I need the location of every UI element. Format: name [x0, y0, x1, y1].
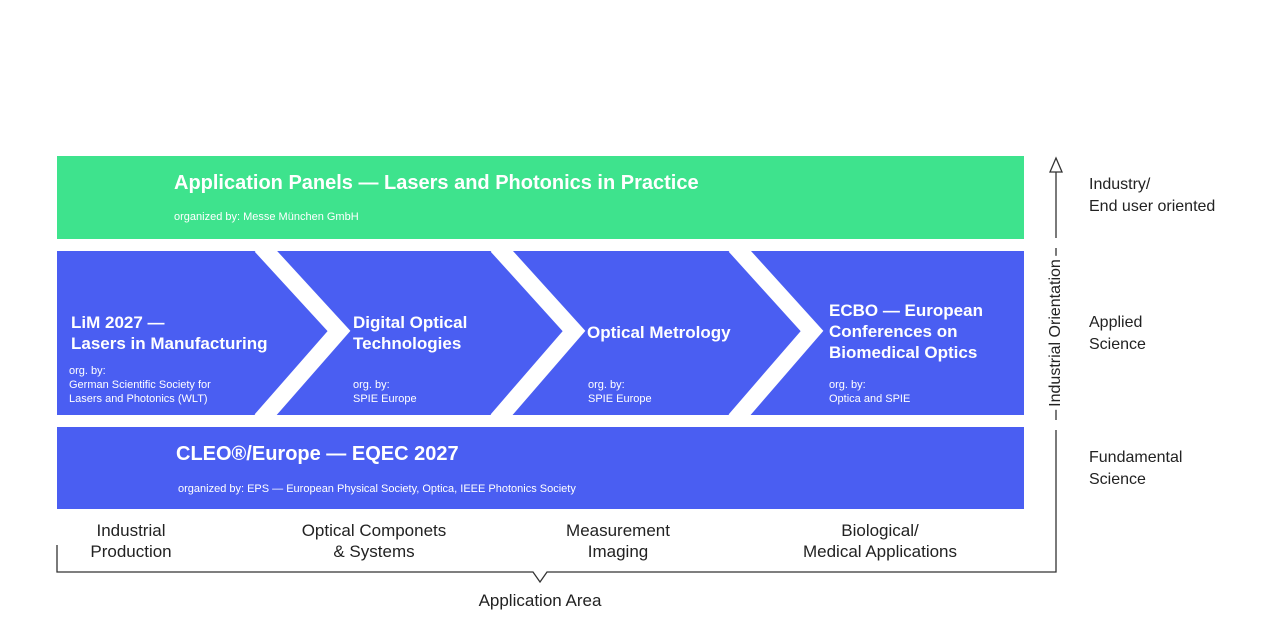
area-line: Imaging [587, 542, 649, 561]
application-panels-box: Application Panels — Lasers and Photonic… [57, 156, 1024, 239]
org-line: German Scientific Society for [69, 379, 211, 391]
level-applied: Applied Science [1089, 312, 1146, 356]
org-label: org. by: [588, 379, 625, 391]
level-line: Science [1089, 336, 1146, 353]
area-line: Production [90, 542, 172, 561]
level-fundamental: Fundamental Science [1089, 447, 1182, 491]
area-line: Medical Applications [802, 542, 958, 561]
area-measurement: Measurement Imaging [538, 520, 698, 562]
org-label: org. by: [353, 379, 390, 391]
org-label: org. by: [69, 365, 106, 377]
chevron-separator [490, 251, 586, 415]
org-label: org. by: [829, 379, 866, 391]
dot-block: Digital Optical Technologies [353, 312, 467, 354]
cleo-org: organized by: EPS — European Physical So… [178, 483, 576, 495]
org-line: SPIE Europe [353, 393, 417, 405]
lim-block: LiM 2027 — Lasers in Manufacturing [71, 312, 267, 354]
cleo-box: CLEO®/Europe — EQEC 2027 organized by: E… [57, 427, 1024, 509]
level-industry: Industry/ End user oriented [1089, 174, 1215, 218]
x-axis-title: Application Area [478, 591, 602, 610]
area-line: Measurement [566, 521, 670, 540]
arrow-up-icon [1049, 156, 1063, 173]
dot-title-2: Technologies [353, 334, 462, 353]
application-panels-org: organized by: Messe München GmbH [174, 211, 359, 223]
lim-title-1: LiM 2027 — [71, 313, 165, 332]
area-line: & Systems [333, 542, 415, 561]
area-line: Biological/ [841, 521, 919, 540]
chevron-band [57, 251, 1024, 415]
lim-title-2: Lasers in Manufacturing [71, 334, 268, 353]
chevron-band-bg [57, 251, 1024, 415]
metrology-org: org. by: SPIE Europe [588, 378, 652, 406]
area-line: Optical Componets [301, 521, 447, 540]
lim-org: org. by: German Scientific Society for L… [69, 364, 211, 406]
org-line: Optica and SPIE [829, 393, 911, 405]
area-optical: Optical Componets & Systems [274, 520, 474, 562]
level-line: Applied [1089, 314, 1143, 331]
level-line: Industry/ [1089, 176, 1151, 193]
x-axis-bracket [56, 430, 1057, 584]
ecbo-org: org. by: Optica and SPIE [829, 378, 910, 406]
dot-title-1: Digital Optical [353, 313, 468, 332]
metrology-title: Optical Metrology [587, 323, 731, 342]
org-line: Lasers and Photonics (WLT) [69, 393, 208, 405]
cleo-title: CLEO®/Europe — EQEC 2027 [176, 443, 459, 465]
level-line: End user oriented [1089, 198, 1216, 215]
area-biological: Biological/ Medical Applications [770, 520, 990, 562]
chevron-separator [254, 251, 351, 415]
org-line: SPIE Europe [588, 393, 652, 405]
chevron-separator [728, 251, 824, 415]
ecbo-title-2: Conferences on [829, 322, 958, 341]
level-line: Science [1089, 471, 1146, 488]
area-line: Industrial [96, 521, 166, 540]
area-industrial: Industrial Production [56, 520, 206, 562]
dot-org: org. by: SPIE Europe [353, 378, 417, 406]
ecbo-title-3: Biomedical Optics [829, 343, 978, 362]
ecbo-block: ECBO — European Conferences on Biomedica… [829, 300, 983, 363]
ecbo-title-1: ECBO — European [829, 301, 983, 320]
level-line: Fundamental [1089, 449, 1183, 466]
y-axis-title: Industrial Orientation [1045, 256, 1067, 410]
application-panels-title: Application Panels — Lasers and Photonic… [174, 172, 699, 194]
